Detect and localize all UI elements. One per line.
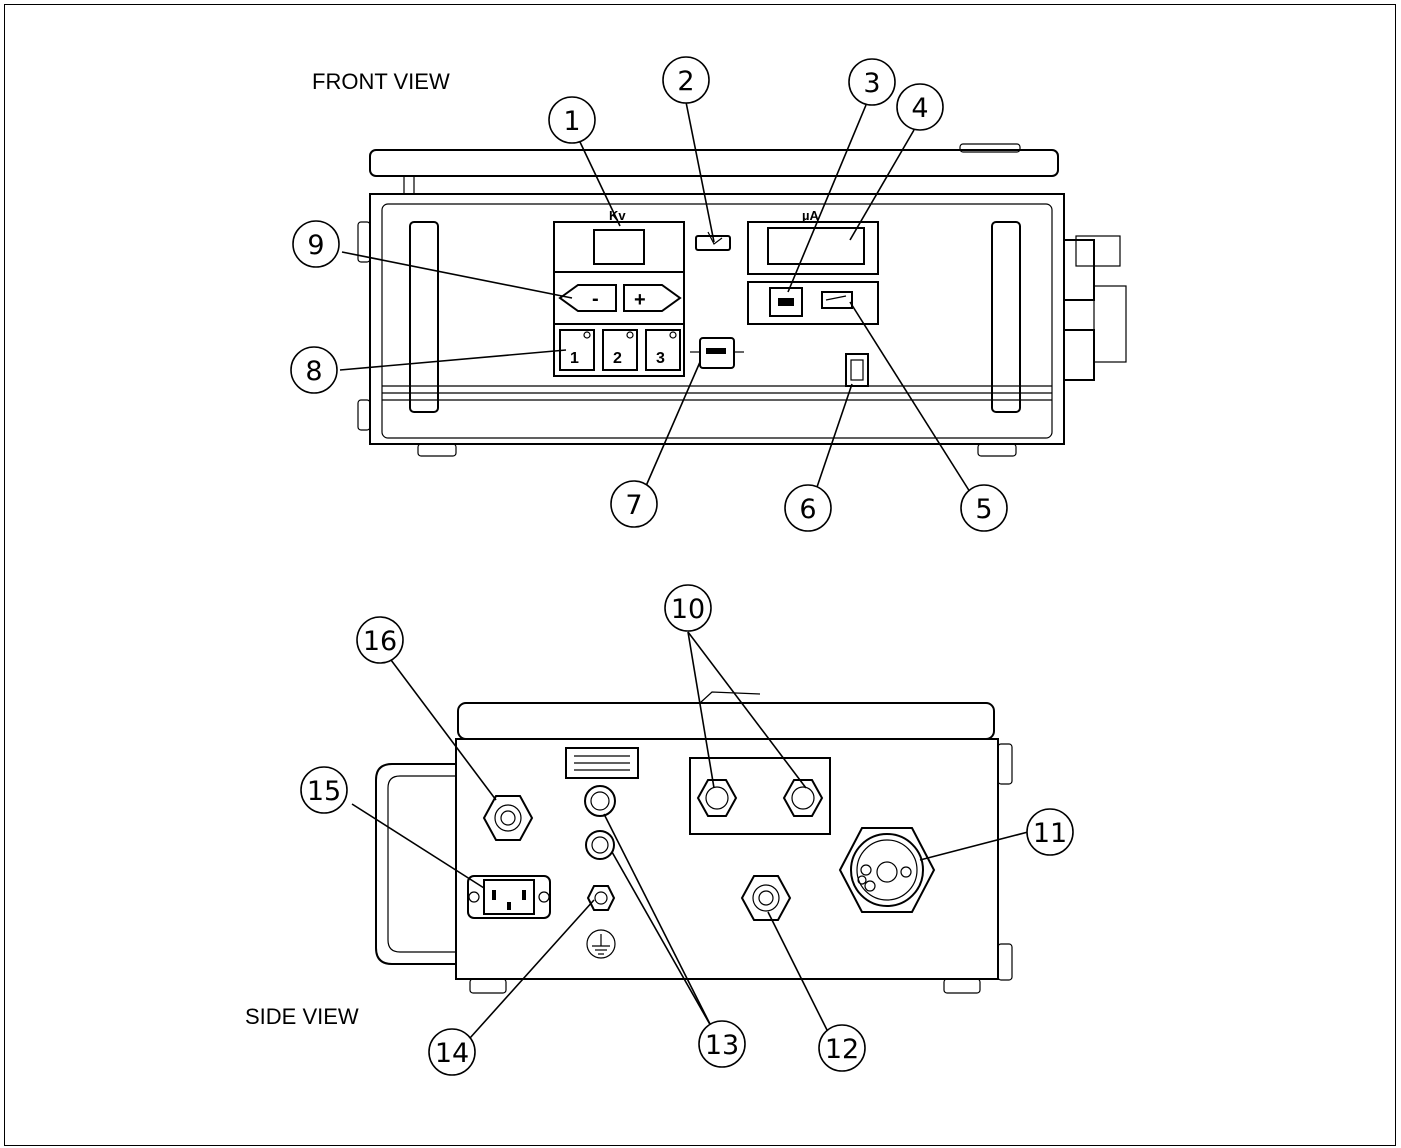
left-tab-bottom xyxy=(357,399,371,431)
minus-button[interactable] xyxy=(558,284,617,312)
callout-8: 8 xyxy=(290,346,338,394)
plus-label: + xyxy=(634,289,646,311)
side-connector-bottom xyxy=(1063,329,1095,381)
callout-12: 12 xyxy=(818,1024,866,1072)
svg-text:1: 1 xyxy=(563,106,580,137)
callout-13: 13 xyxy=(698,1020,746,1068)
preset-label-1: 1 xyxy=(570,350,579,367)
callout-11: 11 xyxy=(1026,808,1074,856)
svg-text:14: 14 xyxy=(435,1038,469,1069)
front-body xyxy=(369,193,1065,445)
svg-text:13: 13 xyxy=(705,1030,739,1061)
ua-label: µA xyxy=(802,208,819,223)
callout-16: 16 xyxy=(356,616,404,664)
power-switch-6[interactable] xyxy=(845,353,869,387)
minus-label: - xyxy=(592,288,599,310)
svg-text:16: 16 xyxy=(363,626,397,657)
callout-14: 14 xyxy=(428,1028,476,1076)
callout-7: 7 xyxy=(610,480,658,528)
preset-panel xyxy=(553,323,685,377)
lid-hinge xyxy=(403,175,415,195)
leader-lines xyxy=(339,101,1029,1041)
connector-11 xyxy=(838,827,936,913)
svg-text:8: 8 xyxy=(305,356,322,387)
preset-label-3: 3 xyxy=(656,350,665,367)
power-inlet-15 xyxy=(467,875,551,919)
connector-13a xyxy=(584,785,616,817)
front-handle-right xyxy=(991,221,1021,413)
svg-text:12: 12 xyxy=(825,1034,859,1065)
kv-display xyxy=(593,229,645,265)
side-lid xyxy=(457,702,995,740)
front-view: Kv - + 1 2 3 µA xyxy=(357,143,1127,457)
callout-3: 3 xyxy=(848,58,896,106)
callout-9: 9 xyxy=(292,220,340,268)
svg-text:9: 9 xyxy=(307,230,324,261)
side-view-label: SIDE VIEW xyxy=(245,1004,359,1029)
svg-text:7: 7 xyxy=(625,490,642,521)
preset-label-2: 2 xyxy=(613,350,622,367)
svg-text:10: 10 xyxy=(671,594,705,625)
front-foot-right xyxy=(977,443,1017,457)
connector-13b xyxy=(585,830,615,860)
cable-gland-12 xyxy=(740,875,792,921)
front-lid xyxy=(369,149,1059,177)
callout-5: 5 xyxy=(960,484,1008,532)
svg-text:15: 15 xyxy=(307,776,341,807)
preset-button-2[interactable] xyxy=(602,329,638,371)
svg-text:4: 4 xyxy=(911,93,928,124)
hv-output-10b xyxy=(782,779,824,817)
ua-display xyxy=(767,227,865,265)
front-bezel xyxy=(381,203,1053,439)
svg-text:3: 3 xyxy=(863,68,880,99)
ua-display-housing xyxy=(747,221,879,275)
plus-button[interactable] xyxy=(623,284,682,312)
front-view-label: FRONT VIEW xyxy=(312,69,450,94)
svg-text:5: 5 xyxy=(975,494,992,525)
side-connector-top xyxy=(1063,239,1095,301)
callout-15: 15 xyxy=(300,766,348,814)
callout-6: 6 xyxy=(784,484,832,532)
svg-text:2: 2 xyxy=(677,66,694,97)
callout-1: 1 xyxy=(548,96,596,144)
callout-2: 2 xyxy=(662,56,710,104)
hv-output-panel xyxy=(689,757,831,835)
control-housing xyxy=(747,281,879,325)
svg-text:11: 11 xyxy=(1033,818,1067,849)
ground-symbol xyxy=(586,929,616,959)
front-handle-left xyxy=(409,221,439,413)
side-handle xyxy=(375,763,456,965)
callout-4: 4 xyxy=(896,83,944,131)
hv-output-10a xyxy=(696,779,738,817)
cable-gland-16 xyxy=(482,795,534,841)
side-body xyxy=(455,738,999,980)
svg-text:6: 6 xyxy=(799,494,816,525)
preset-button-3[interactable] xyxy=(645,329,681,371)
side-view xyxy=(375,691,1013,994)
ground-terminal-14 xyxy=(586,885,616,911)
left-tab-top xyxy=(357,221,371,263)
callout-10: 10 xyxy=(664,584,712,632)
front-foot-left xyxy=(417,443,457,457)
lid-knob xyxy=(959,143,1021,153)
